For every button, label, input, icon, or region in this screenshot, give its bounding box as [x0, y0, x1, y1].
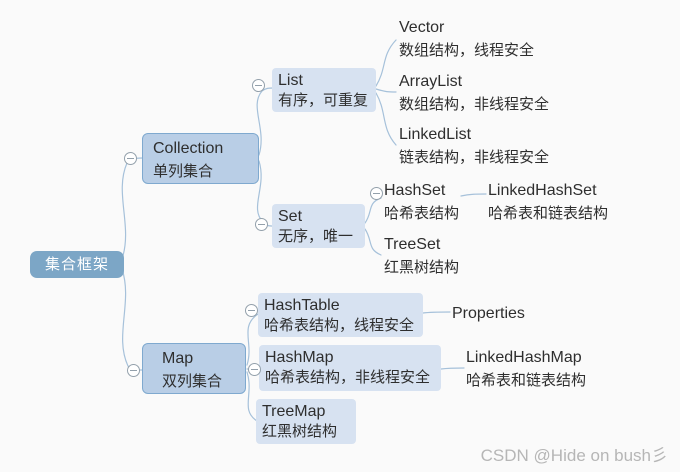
node-linkedlist[interactable]: LinkedList 链表结构，非线程安全: [399, 123, 549, 169]
node-title: List: [278, 72, 303, 89]
node-subtitle: 单列集合: [153, 163, 214, 180]
collapse-toggle-hashtable-icon[interactable]: [245, 304, 258, 317]
node-map[interactable]: Map 双列集合: [142, 343, 246, 394]
link-set-treeset: [364, 228, 382, 256]
node-linkedhashset[interactable]: LinkedHashSet 哈希表和链表结构: [488, 179, 608, 225]
node-properties[interactable]: Properties: [452, 302, 525, 325]
csdn-watermark: CSDN @Hide on bush彡: [480, 446, 668, 465]
node-title: TreeSet: [384, 236, 441, 253]
link-collection-set: [256, 160, 274, 227]
node-treeset[interactable]: TreeSet 红黑树结构: [384, 233, 459, 279]
node-title: LinkedHashSet: [488, 182, 597, 199]
node-treemap[interactable]: TreeMap 红黑树结构: [256, 399, 356, 444]
node-title: Collection: [153, 140, 224, 157]
collapse-toggle-collection-icon[interactable]: [124, 152, 137, 165]
node-title: HashTable: [264, 297, 340, 314]
node-title: Set: [278, 208, 303, 225]
node-root-label: 集合框架: [44, 256, 109, 273]
node-subtitle: 链表结构，非线程安全: [399, 149, 550, 166]
link-root-collection: [121, 157, 143, 260]
link-list-vector: [375, 39, 397, 87]
link-map-hashtable: [246, 313, 259, 366]
node-title: Properties: [452, 305, 525, 322]
node-title: LinkedList: [399, 126, 472, 143]
node-subtitle: 哈希表结构: [384, 205, 460, 222]
node-title: HashMap: [265, 349, 334, 366]
link-hashmap-linkedhashmap: [440, 367, 465, 370]
node-subtitle: 无序，唯一: [278, 228, 354, 245]
collapse-toggle-list-icon[interactable]: [252, 79, 265, 92]
node-set[interactable]: Set 无序，唯一: [272, 204, 365, 248]
link-set-hashset: [364, 197, 382, 224]
node-subtitle: 哈希表结构，线程安全: [264, 317, 415, 334]
node-title: Vector: [399, 19, 445, 36]
collapse-toggle-hashmap-icon[interactable]: [248, 363, 261, 376]
node-title: ArrayList: [399, 73, 463, 90]
node-collection[interactable]: Collection 单列集合: [142, 133, 259, 184]
node-hashtable[interactable]: HashTable 哈希表结构，线程安全: [258, 293, 423, 337]
node-subtitle: 哈希表和链表结构: [466, 372, 587, 389]
node-subtitle: 数组结构，线程安全: [399, 42, 535, 59]
node-hashset[interactable]: HashSet 哈希表结构: [384, 179, 459, 225]
collapse-toggle-set-icon[interactable]: [255, 218, 268, 231]
link-hashtable-properties: [422, 311, 451, 314]
node-subtitle: 双列集合: [162, 373, 223, 390]
node-hashmap[interactable]: HashMap 哈希表结构，非线程安全: [259, 345, 441, 391]
link-collection-list: [256, 87, 274, 156]
node-subtitle: 哈希表和链表结构: [488, 205, 609, 222]
node-title: Map: [162, 350, 194, 367]
link-map-treemap: [246, 371, 258, 422]
collapse-toggle-map-icon[interactable]: [127, 364, 140, 377]
node-subtitle: 有序，可重复: [278, 92, 369, 109]
link-root-map: [121, 268, 143, 371]
node-root[interactable]: 集合框架: [30, 251, 124, 278]
node-title: TreeMap: [262, 403, 326, 420]
node-title: HashSet: [384, 182, 446, 199]
node-subtitle: 红黑树结构: [262, 423, 338, 440]
node-vector[interactable]: Vector 数组结构，线程安全: [399, 16, 534, 62]
node-subtitle: 哈希表结构，非线程安全: [265, 369, 431, 386]
collapse-toggle-hashset-icon[interactable]: [370, 187, 383, 200]
link-list-linkedlist: [375, 92, 397, 146]
link-list-arraylist: [375, 88, 397, 93]
node-arraylist[interactable]: ArrayList 数组结构，非线程安全: [399, 70, 549, 116]
node-subtitle: 红黑树结构: [384, 259, 460, 276]
link-hashset-linkedhashset: [460, 193, 487, 197]
node-title: LinkedHashMap: [466, 349, 582, 366]
node-subtitle: 数组结构，非线程安全: [399, 96, 550, 113]
node-list[interactable]: List 有序，可重复: [272, 68, 376, 112]
node-linkedhashmap[interactable]: LinkedHashMap 哈希表和链表结构: [466, 346, 586, 392]
